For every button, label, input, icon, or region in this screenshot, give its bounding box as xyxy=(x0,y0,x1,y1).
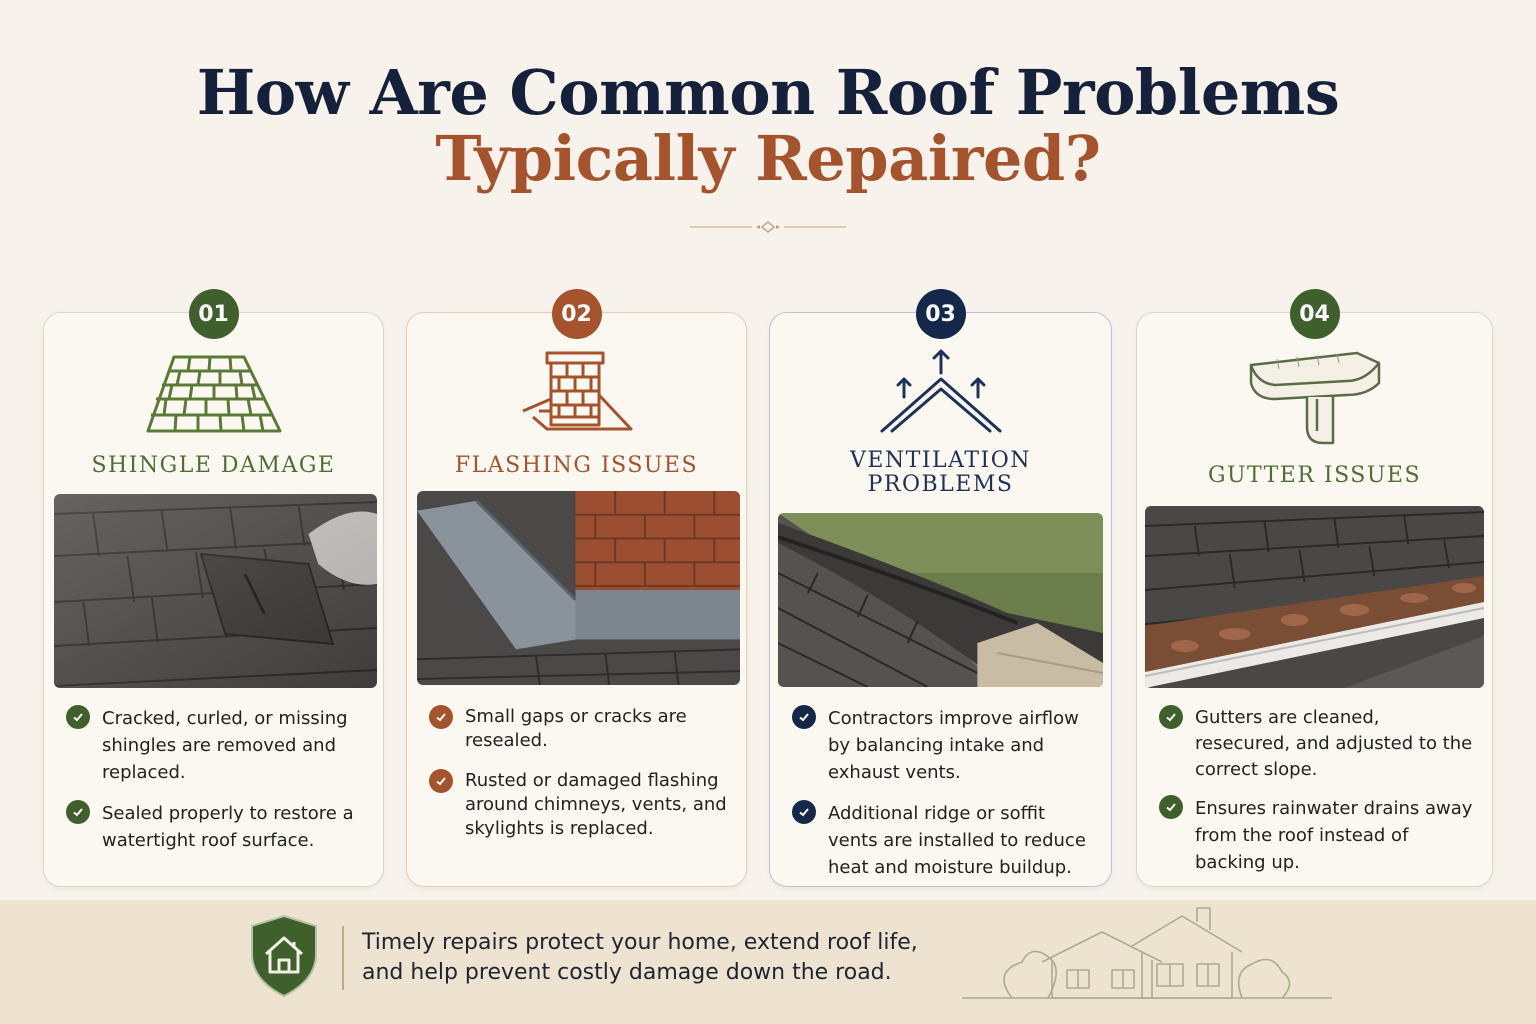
list-item: Contractors improve airflow by balancing… xyxy=(792,705,1097,786)
card-shingle-damage: 01 SHINGLE DAMAGE xyxy=(43,289,384,887)
card-number-badge: 01 xyxy=(188,289,239,339)
ventilation-photo xyxy=(778,513,1103,687)
card-gutter-issues: 04 GUTTER ISSUES xyxy=(1136,289,1493,890)
list-item: Small gaps or cracks are resealed. xyxy=(429,705,732,753)
bullet-list: Small gaps or cracks are resealed. Ruste… xyxy=(429,705,732,855)
list-item: Cracked, curled, or missing shingles are… xyxy=(66,705,369,786)
card-title: FLASHING ISSUES xyxy=(454,453,699,478)
gutter-icon xyxy=(1249,351,1380,445)
card-title: VENTILATION PROBLEMS xyxy=(849,448,1031,498)
check-icon xyxy=(66,705,90,729)
check-icon xyxy=(1159,705,1183,729)
page-title: How Are Common Roof Problems Typically R… xyxy=(0,62,1536,190)
check-icon xyxy=(429,769,453,793)
footer-message: Timely repairs protect your home, extend… xyxy=(362,930,918,985)
bullet-list: Contractors improve airflow by balancing… xyxy=(792,705,1097,895)
ornament-divider xyxy=(690,221,846,233)
title-line-2: Typically Repaired? xyxy=(435,122,1101,195)
bullet-list: Gutters are cleaned, resecured, and adju… xyxy=(1159,705,1478,890)
title-line-1: How Are Common Roof Problems xyxy=(196,56,1340,129)
bullet-list: Cracked, curled, or missing shingles are… xyxy=(66,705,369,868)
card-title: SHINGLE DAMAGE xyxy=(91,453,336,478)
shingles-icon xyxy=(146,355,281,433)
card-title: GUTTER ISSUES xyxy=(1207,463,1422,488)
check-icon xyxy=(792,705,816,729)
shingle-damage-photo xyxy=(54,494,377,688)
list-item: Gutters are cleaned, resecured, and adju… xyxy=(1159,705,1478,783)
check-icon xyxy=(792,800,816,824)
house-shield-icon xyxy=(251,914,317,998)
card-flashing-issues: 02 FLASHING ISSUES xyxy=(406,289,747,887)
list-item: Ensures rainwater drains away from the r… xyxy=(1159,795,1478,876)
check-icon xyxy=(1159,795,1183,819)
card-ventilation-problems: 03 VENTILATION PROBLEMS xyxy=(769,289,1112,887)
list-item: Additional ridge or soffit vents are ins… xyxy=(792,800,1097,881)
list-item: Rusted or damaged flashing around chimne… xyxy=(429,769,732,841)
card-number-badge: 04 xyxy=(1289,289,1340,339)
footer-banner: Timely repairs protect your home, extend… xyxy=(0,900,1536,1024)
card-number-badge: 02 xyxy=(551,289,602,339)
ventilation-icon xyxy=(880,349,1001,433)
chimney-icon xyxy=(521,351,632,431)
list-item: Sealed properly to restore a watertight … xyxy=(66,800,369,854)
flashing-issues-photo xyxy=(417,491,740,685)
house-sketch-icon xyxy=(962,907,1332,999)
gutter-issues-photo xyxy=(1145,506,1484,688)
check-icon xyxy=(66,800,90,824)
card-number-badge: 03 xyxy=(915,289,966,339)
footer-divider xyxy=(342,926,344,990)
check-icon xyxy=(429,705,453,729)
